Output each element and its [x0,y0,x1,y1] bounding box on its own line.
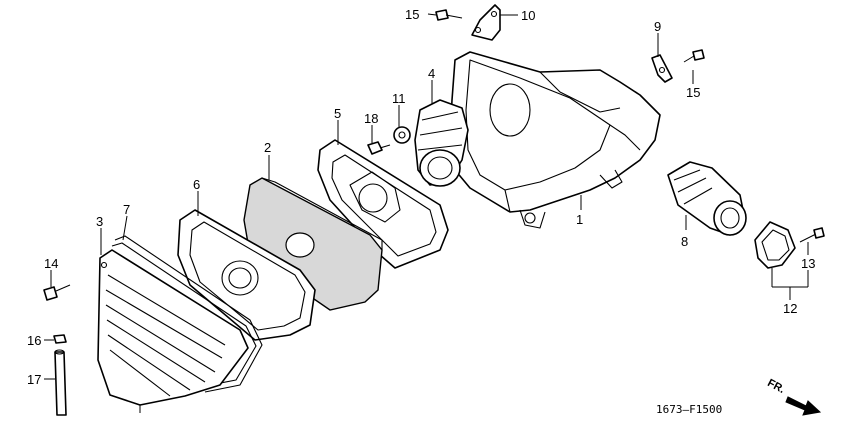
part-drain-tube-17 [54,349,67,416]
part-gasket-6 [177,209,316,341]
front-direction-arrow-icon: FR. [765,377,822,416]
drawing-code: 1673–F1500 [656,403,722,416]
callout-6: 6 [193,177,200,192]
part-band-12 [754,221,796,269]
callout-12: 12 [783,301,797,316]
part-screw-18 [367,141,391,155]
callout-11: 11 [392,91,406,106]
callout-15-top: 15 [405,7,419,22]
callout-18: 18 [364,111,378,126]
leader-lines [44,13,809,380]
part-inlet-tube-4 [414,99,469,187]
callout-9: 9 [654,19,661,34]
callout-10: 10 [521,8,535,23]
callout-7: 7 [123,202,130,217]
part-clip-16 [53,334,67,344]
part-gasket-5 [317,139,449,269]
callout-15-right: 15 [686,85,700,100]
part-grommet-11 [393,126,411,144]
part-bolt-14 [43,284,71,301]
front-direction-label: FR. [765,377,786,396]
callout-3: 3 [96,214,103,229]
part-bolt-15-top [435,9,463,21]
callout-13: 13 [801,256,815,271]
callout-labels: 1 2 3 4 5 6 7 8 9 10 11 12 13 14 15 15 1… [27,7,815,387]
part-air-cleaner-case [449,51,661,229]
callout-1: 1 [576,212,583,227]
callout-2: 2 [264,140,271,155]
part-screw-13 [799,227,825,243]
callout-4: 4 [428,66,435,81]
part-bracket-10 [471,4,501,41]
part-bracket-9 [651,54,673,83]
part-bolt-15-right [683,49,705,63]
callout-14: 14 [44,256,58,271]
part-cover-3 [97,249,249,413]
callout-8: 8 [681,234,688,249]
callout-16: 16 [27,333,41,348]
part-connecting-tube-8 [667,161,747,236]
callout-5: 5 [334,106,341,121]
callout-17: 17 [27,372,41,387]
